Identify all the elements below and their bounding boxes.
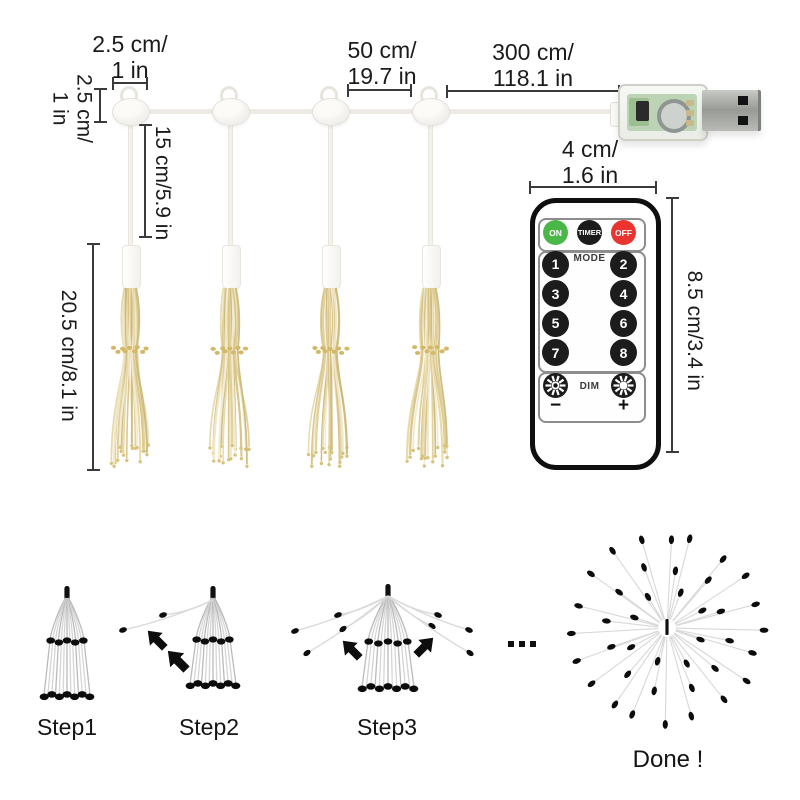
dim-down-button xyxy=(543,373,568,398)
tassel-light-strands xyxy=(109,287,151,468)
tassel-light-strands xyxy=(306,287,350,468)
sun-dim-icon xyxy=(545,375,566,396)
measure-drop-label: 15 cm/5.9 in xyxy=(150,125,174,241)
measure-remote-width-bracket xyxy=(529,180,657,194)
step1-label: Step1 xyxy=(36,714,98,740)
measure-drop-bracket xyxy=(138,124,152,238)
measure-tassel-label: 20.5 cm/8.1 in xyxy=(56,289,80,422)
mode-button-7: 7 xyxy=(542,339,569,366)
mode-button-8: 8 xyxy=(610,339,637,366)
dim-plus-label: + xyxy=(617,395,630,416)
measure-remote-height-bracket xyxy=(665,197,679,453)
tassel-light-strands xyxy=(208,287,251,469)
main-string-wire xyxy=(128,109,620,114)
measure-spacing-bracket xyxy=(347,83,412,97)
drop-wire xyxy=(227,118,233,248)
step2-figure xyxy=(119,586,241,690)
measure-clip-height-bracket xyxy=(93,88,107,123)
mode-button-1: 1 xyxy=(542,250,569,278)
firework-starburst xyxy=(566,534,769,729)
done-label: Done ! xyxy=(632,746,704,773)
tassel-cap xyxy=(421,245,441,291)
mode-button-6: 6 xyxy=(610,309,637,337)
mode-button-4: 4 xyxy=(610,280,637,307)
measure-remote-height-label: 8.5 cm/3.4 in xyxy=(682,270,706,391)
dim-up-button xyxy=(611,373,636,398)
usb-round-sensor xyxy=(657,99,691,133)
drop-wire xyxy=(327,118,333,248)
tassel-cap xyxy=(221,245,241,291)
measure-lead-label: 300 cm/ 118.1 in xyxy=(492,39,574,91)
on-button: ON xyxy=(543,220,568,245)
measure-remote-width-label: 4 cm/ 1.6 in xyxy=(561,136,619,188)
mode-label: MODE xyxy=(573,253,606,264)
measure-spacing-label: 50 cm/ 19.7 in xyxy=(347,37,417,89)
hanging-clip xyxy=(212,98,250,126)
hanging-clip xyxy=(312,98,350,126)
dim-minus-label: − xyxy=(549,395,562,416)
mode-button-3: 3 xyxy=(542,280,569,307)
tassel-light-strands xyxy=(405,287,449,468)
dim-label: DIM xyxy=(579,381,600,392)
mode-button-2: 2 xyxy=(610,250,637,278)
step3-figure xyxy=(291,584,474,693)
usb-plug xyxy=(702,90,761,131)
mode-button-5: 5 xyxy=(542,309,569,337)
measure-lead-bracket xyxy=(446,84,620,98)
measure-tassel-bracket xyxy=(86,243,100,471)
step1-figure xyxy=(39,586,95,701)
usb-controller xyxy=(608,82,761,141)
timer-button: TIMER xyxy=(577,220,602,245)
measure-clip-width-label: 2.5 cm/ 1 in xyxy=(92,31,168,83)
usb-body xyxy=(618,84,708,141)
hanging-clip xyxy=(112,98,150,126)
remote-control: ON TIMER OFF MODE 1 2 3 4 5 6 7 8 DIM − … xyxy=(530,198,661,470)
hanging-clip xyxy=(412,98,450,126)
drop-wire xyxy=(427,118,433,248)
tassel-cap xyxy=(321,245,341,291)
step3-label: Step3 xyxy=(356,714,418,740)
tassel-cap xyxy=(121,245,141,291)
measure-clip-width-bracket xyxy=(112,76,148,90)
usb-chip xyxy=(636,101,649,121)
measure-clip-height-label: 2.5 cm/ 1 in xyxy=(49,74,96,143)
step2-label: Step2 xyxy=(178,714,240,740)
sun-bright-icon xyxy=(613,375,634,396)
drop-wire xyxy=(127,118,133,248)
off-button: OFF xyxy=(611,220,636,245)
